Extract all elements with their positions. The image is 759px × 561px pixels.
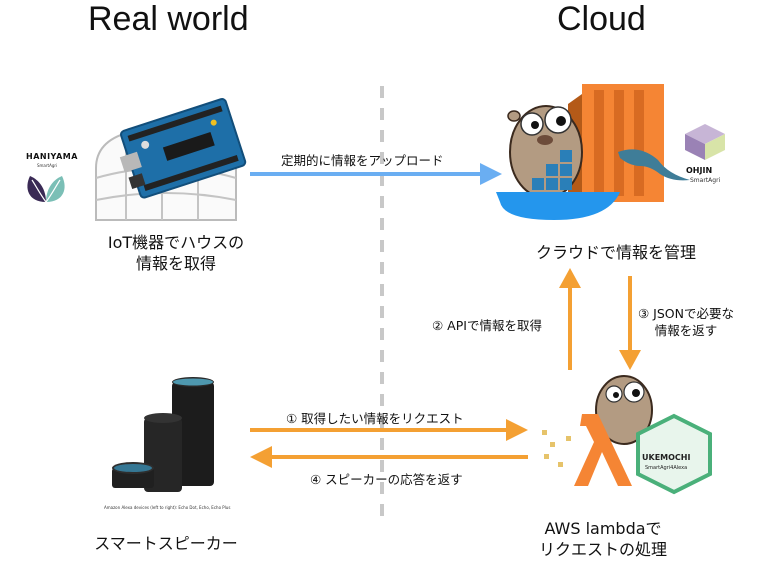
lambda-label: AWS lambdaで リクエストの処理 (508, 518, 698, 560)
upload-arrow-label: 定期的に情報をアップロード (281, 153, 444, 168)
real-world-heading: Real world (88, 0, 249, 38)
iot-label-line1: IoT機器でハウスの (107, 233, 245, 252)
iot-device-label: IoT機器でハウスの 情報を取得 (96, 232, 256, 274)
ohjin-logo-sub: SmartAgri (690, 177, 721, 184)
docker-whale-icon (496, 150, 620, 220)
speaker-caption: Amazon Alexa devices (left to right): Ec… (104, 505, 231, 510)
lambda-services-icon (542, 375, 712, 495)
ukemochi-badge-title: UKEMOCHI (642, 453, 691, 462)
arduino-board (119, 98, 247, 199)
cloud-label: クラウドで情報を管理 (535, 243, 696, 262)
haniyama-logo-name: HANIYAMA (26, 152, 78, 161)
json-arrow-label: ③ JSONで必要な 情報を返す (638, 305, 734, 339)
greenhouse-icon (95, 98, 247, 221)
lambda-label-line2: リクエストの処理 (538, 540, 667, 559)
respond-arrow-label: ④ スピーカーの応答を返す (310, 472, 463, 487)
lambda-label-line1: AWS lambdaで (544, 519, 662, 538)
aws-lambda-icon (574, 414, 632, 486)
ohjin-cube-icon (685, 124, 725, 160)
aws-ec2-icon (568, 84, 664, 202)
mysql-dolphin-icon (618, 149, 690, 181)
echo-speakers-icon (112, 377, 214, 492)
ukemochi-badge-sub: SmartAgri4Alexa (645, 465, 688, 471)
api-arrow-label: ② APIで情報を取得 (432, 318, 542, 333)
json-arrow-label-line2: 情報を返す (654, 323, 718, 338)
haniyama-leaf-icon (27, 176, 65, 203)
ukemochi-badge (636, 413, 712, 495)
cloud-services-icon (496, 84, 690, 220)
haniyama-logo-sub: SmartAgri (37, 163, 58, 168)
ohjin-logo-name: OHJIN (686, 166, 713, 175)
request-arrow-label: ① 取得したい情報をリクエスト (286, 411, 464, 426)
lambda-gopher-icon (595, 375, 653, 445)
speaker-label: スマートスピーカー (94, 534, 238, 553)
json-arrow-label-line1: ③ JSONで必要な (638, 306, 734, 321)
iot-label-line2: 情報を取得 (135, 254, 216, 273)
cloud-heading: Cloud (557, 0, 646, 38)
